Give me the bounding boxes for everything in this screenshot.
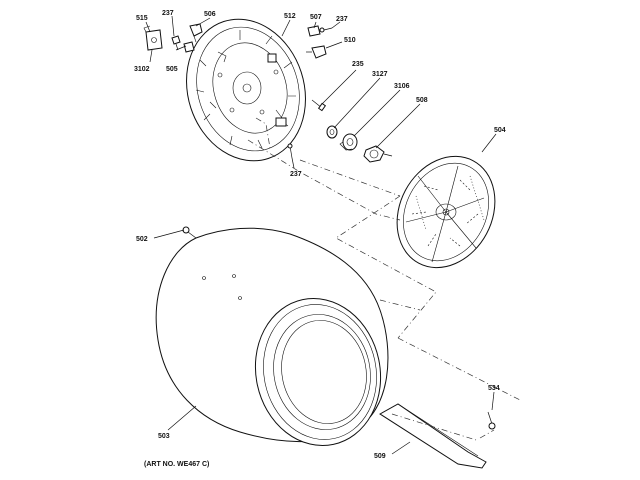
screw-534-part: [487, 411, 496, 430]
bracket-510-part: [306, 45, 327, 59]
label-515: 515: [136, 15, 148, 22]
screw-237b-part: [319, 27, 333, 33]
label-508: 508: [416, 97, 428, 104]
leader-lines: [145, 15, 497, 455]
label-509: 509: [374, 453, 386, 460]
bracket-515-part: [143, 25, 163, 51]
label-505: 505: [166, 66, 178, 73]
part-labels: 515 237 506 512 507 237 510 3102 505 235…: [134, 10, 506, 468]
screw-237c-part: [287, 143, 293, 159]
label-3106: 3106: [394, 83, 410, 90]
label-504: 504: [494, 127, 506, 134]
clip-506-part: [189, 23, 203, 43]
label-503: 503: [158, 433, 170, 440]
rear-bulkhead-part: [186, 18, 306, 162]
washer-3127-part: [326, 125, 338, 139]
label-3102: 3102: [134, 66, 150, 73]
label-502: 502: [136, 236, 148, 243]
screw-237-part: [171, 35, 181, 51]
label-534: 534: [488, 385, 500, 392]
assembly-guide-lines: [247, 117, 521, 441]
label-237-right: 237: [336, 16, 348, 23]
screw-502-part: [182, 226, 197, 239]
label-510: 510: [344, 37, 356, 44]
bearing-3106-part: [339, 133, 358, 151]
drum-rear-panel-504-part: [396, 155, 496, 269]
label-237-top: 237: [162, 10, 174, 17]
label-512: 512: [284, 13, 296, 20]
bolt-235-part: [311, 99, 327, 112]
label-507: 507: [310, 14, 322, 21]
label-235: 235: [352, 61, 364, 68]
label-506: 506: [204, 11, 216, 18]
art-number: (ART NO. WE467 C): [144, 461, 209, 468]
drum-503-part: [155, 227, 389, 447]
clip-505-part: [183, 41, 195, 53]
label-237-bottom: 237: [290, 171, 302, 178]
label-3127: 3127: [372, 71, 388, 78]
baffle-509-part: [379, 403, 487, 469]
shaft-508-part: [363, 145, 393, 163]
